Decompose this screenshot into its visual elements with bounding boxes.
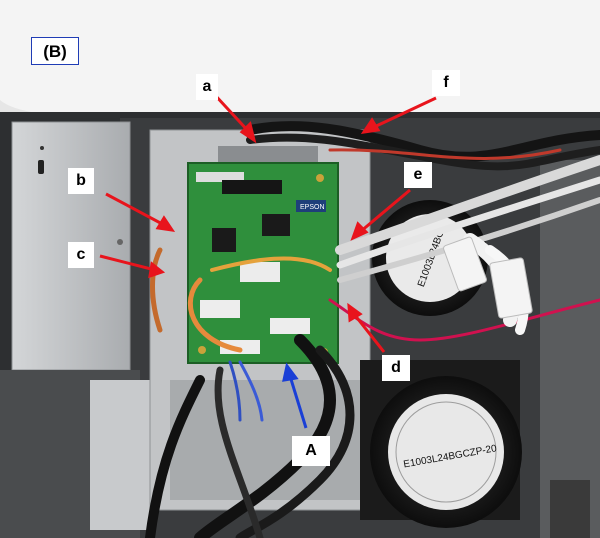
callout-b: b (68, 168, 94, 194)
connector-block-2 (489, 257, 533, 319)
callout-a: a (196, 74, 218, 100)
callout-A: A (292, 436, 330, 466)
lower-fan: E1003L24BGCZP-20 (360, 360, 522, 528)
top-housing (0, 0, 600, 112)
panel-label: (B) (31, 37, 79, 65)
right-bracket (540, 160, 600, 538)
callout-c: c (68, 242, 94, 268)
callout-e: e (404, 162, 432, 188)
top-bracket (218, 146, 318, 166)
callout-d: d (382, 355, 410, 381)
callout-f: f (432, 70, 460, 96)
callout-arrows-red (99, 92, 437, 353)
connector-block-1 (443, 236, 487, 292)
board-marking: EPSON (300, 204, 325, 211)
callout-arrow-blue (282, 362, 308, 429)
